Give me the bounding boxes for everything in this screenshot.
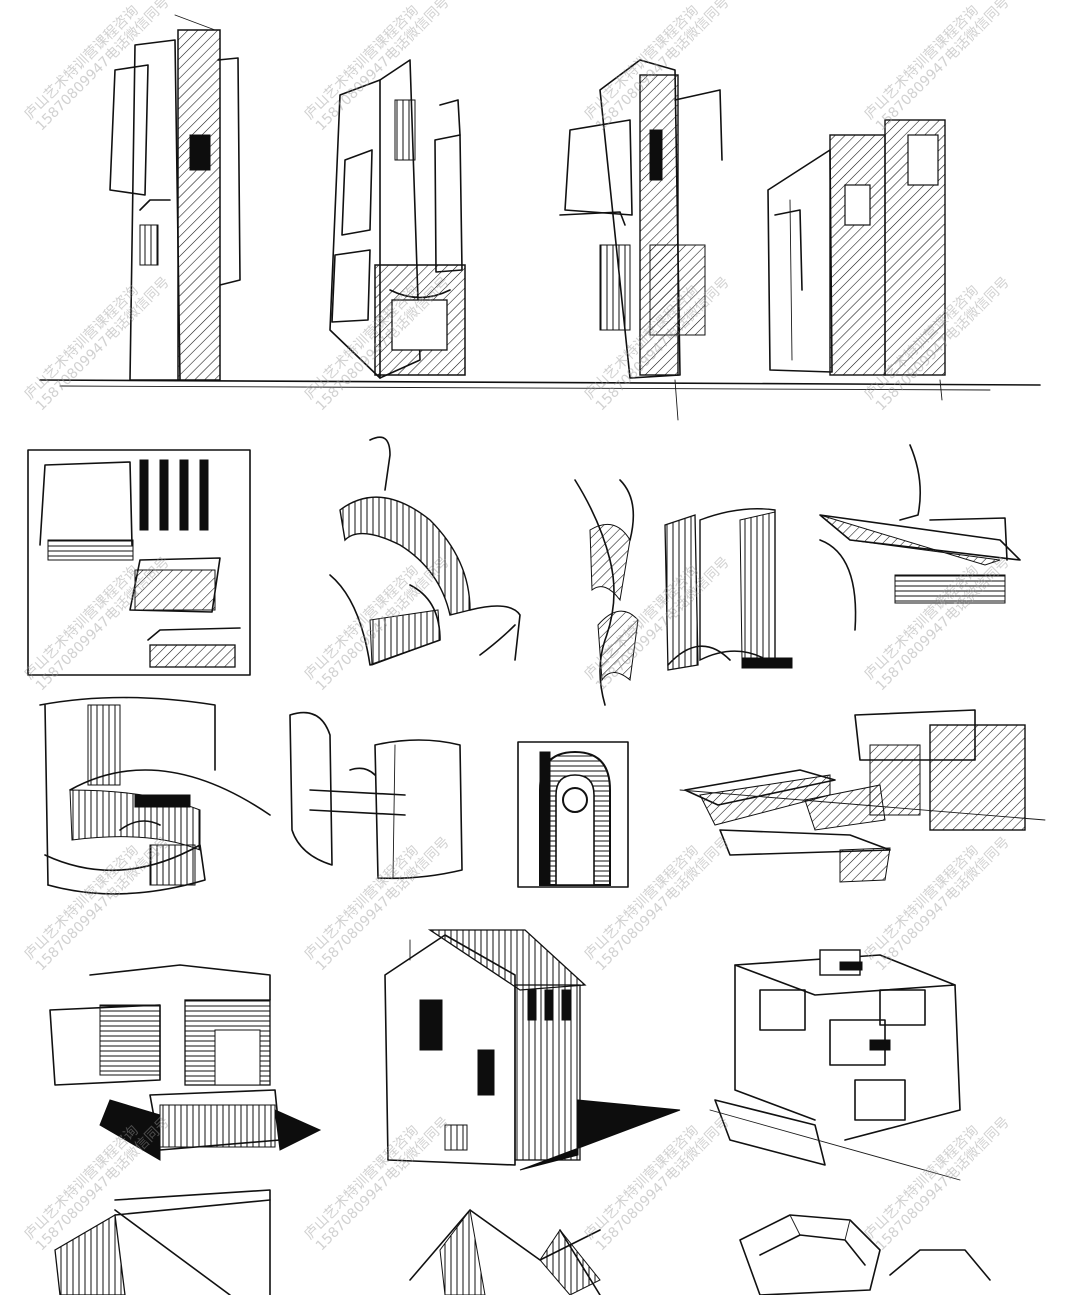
watermark-line1: 庐山艺术特训营课程咨询 — [22, 843, 142, 963]
stacked-cubes-sketch — [49, 964, 322, 1161]
cantilever-plane-sketch — [819, 444, 1021, 631]
watermark-tile: 庐山艺术特训营课程咨询 15870809947电话微信同号 — [302, 0, 453, 134]
curved-ribbon-sketch — [329, 436, 521, 666]
watermark-line1: 庐山艺术特训营课程咨询 — [862, 3, 982, 123]
watermark-tile: 庐山艺术特训营课程咨询 15870809947电话微信同号 — [862, 834, 1013, 974]
watermark-tile: 庐山艺术特训营课程咨询 15870809947电话微信同号 — [22, 0, 173, 134]
horizontal-slabs-sketch — [679, 709, 1046, 883]
frame-grid-sketch — [709, 949, 961, 1181]
row-towers — [39, 14, 1041, 421]
watermark-tile: 庐山艺术特训营课程咨询 15870809947电话微信同号 — [862, 554, 1013, 694]
watermark-line2: 15870809947电话微信同号 — [593, 834, 733, 974]
tower-sketch-3 — [559, 59, 723, 421]
curved-layered-sketch — [39, 696, 271, 895]
gabled-house-sketch — [384, 929, 681, 1171]
watermark-line2: 15870809947电话微信同号 — [313, 1114, 453, 1254]
tower-sketch-4 — [767, 119, 946, 401]
watermark-tile: 庐山艺术特训营课程咨询 15870809947电话微信同号 — [302, 1114, 453, 1254]
polygon-pavilion-sketch — [739, 1214, 991, 1295]
watermark-line2: 15870809947电话微信同号 — [313, 834, 453, 974]
twisted-spiral-sketch — [574, 479, 639, 706]
watermark-line2: 15870809947电话微信同号 — [33, 834, 173, 974]
tent-roof-sketch — [54, 1189, 271, 1295]
row-partial — [54, 1189, 991, 1295]
watermark-line1: 庐山艺术特训营课程咨询 — [22, 1123, 142, 1243]
watermark-line2: 15870809947电话微信同号 — [33, 274, 173, 414]
row-forms-1 — [27, 436, 1021, 706]
watermark-line2: 15870809947电话微信同号 — [873, 834, 1013, 974]
framed-box-sketch — [27, 449, 251, 676]
watermark-line1: 庐山艺术特训营课程咨询 — [862, 1123, 982, 1243]
row-forms-2 — [39, 696, 1046, 895]
watermark-line1: 庐山艺术特训营课程咨询 — [22, 283, 142, 403]
watermark-line2: 15870809947电话微信同号 — [313, 0, 453, 134]
watermark-line1: 庐山艺术特训营课程咨询 — [22, 3, 142, 123]
watermark-tile: 庐山艺术特训营课程咨询 15870809947电话微信同号 — [22, 274, 173, 414]
watermark-tile: 庐山艺术特训营课程咨询 15870809947电话微信同号 — [22, 554, 173, 694]
row-houses — [49, 929, 961, 1181]
curved-panels-sketch — [289, 711, 463, 880]
folded-roof-sketch — [409, 1208, 601, 1295]
watermark-line2: 15870809947电话微信同号 — [873, 0, 1013, 134]
arch-door-sketch — [517, 741, 629, 888]
watermark-tile: 庐山艺术特训营课程咨询 15870809947电话微信同号 — [22, 834, 173, 974]
tower-sketch-1 — [109, 14, 241, 381]
watermark-line1: 庐山艺术特训营课程咨询 — [302, 1123, 422, 1243]
watermark-tile: 庐山艺术特训营课程咨询 15870809947电话微信同号 — [862, 0, 1013, 134]
curved-walls-sketch — [664, 508, 793, 671]
watermark-line2: 15870809947电话微信同号 — [33, 0, 173, 134]
watermark-line2: 15870809947电话微信同号 — [33, 554, 173, 694]
watermark-line1: 庐山艺术特训营课程咨询 — [22, 563, 142, 683]
tower-sketch-2 — [329, 59, 466, 379]
watermark-line2: 15870809947电话微信同号 — [873, 1114, 1013, 1254]
watermark-tile: 庐山艺术特训营课程咨询 15870809947电话微信同号 — [862, 1114, 1013, 1254]
